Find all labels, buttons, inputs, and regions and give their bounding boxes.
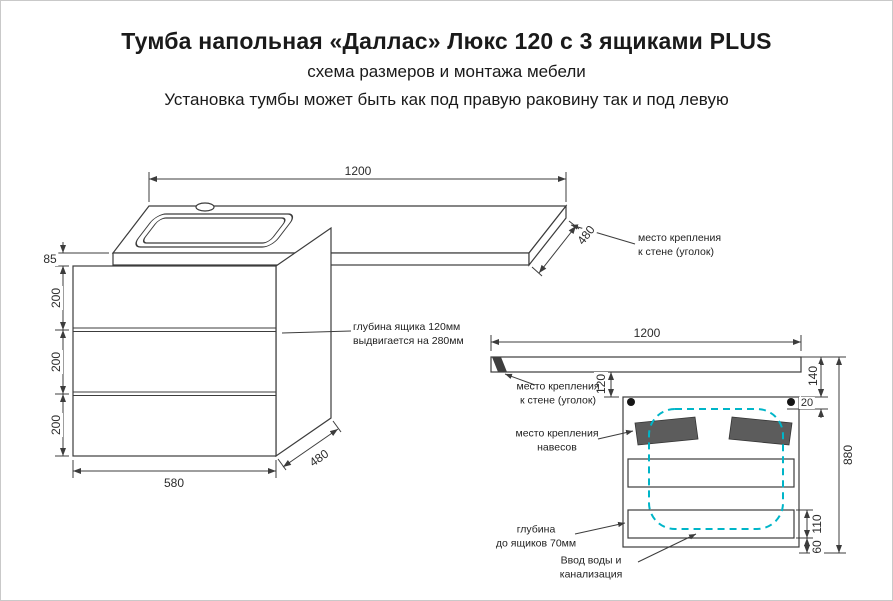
dim-countertop-width: 1200 — [342, 164, 374, 178]
plumbing-zone — [648, 408, 784, 530]
subtitle-scheme: схема размеров и монтажа мебели — [307, 62, 586, 81]
drawer-rail-bottom — [627, 509, 795, 539]
leader-drawer-depth-front — [574, 521, 626, 535]
label-water-inlet: Ввод воды и канализация — [559, 554, 623, 580]
perspective-cabinet — [72, 226, 332, 458]
leader-hangers — [597, 429, 634, 440]
perspective-dimensions — [55, 172, 580, 478]
dim-front-top-offset: 140 — [806, 363, 820, 389]
dim-plinth: 60 — [810, 538, 824, 556]
label-hangers: место крепления навесов — [515, 427, 599, 453]
label-drawer-extension: глубина ящика 120мм выдвигается на 280мм — [353, 321, 464, 347]
dim-cabinet-width: 580 — [161, 476, 187, 490]
mount-point-right — [787, 398, 795, 406]
dim-drawer-rail: 110 — [810, 512, 824, 536]
front-countertop-bar — [490, 356, 802, 373]
subtitle-note: Установка тумбы может быть как под праву… — [164, 90, 729, 109]
dim-front-width: 1200 — [631, 326, 663, 340]
mount-point-left — [627, 398, 635, 406]
hanger-bracket-right — [728, 416, 793, 446]
label-wall-mount-front: место крепления к стене (уголок) — [516, 380, 600, 406]
front-leaders — [504, 373, 697, 563]
leader-water-inlet — [637, 533, 697, 563]
page-title: Тумба напольная «Даллас» Люкс 120 с 3 ящ… — [121, 28, 772, 54]
label-wall-mount: место крепления к стене (уголок) — [638, 232, 722, 258]
sink-basin — [135, 202, 294, 248]
dim-drawer-1: 200 — [49, 285, 63, 311]
wall-bracket-mark — [492, 357, 507, 372]
faucet-hole — [195, 202, 215, 212]
dim-countertop-height: 85 — [41, 252, 59, 266]
dim-drawer-2: 200 — [49, 349, 63, 375]
front-cabinet — [622, 396, 800, 548]
leader-drawer-depth — [281, 330, 352, 334]
label-drawer-depth: глубина до ящиков 70мм — [495, 523, 577, 549]
dim-front-clearance: 20 — [798, 397, 816, 409]
dim-front-height: 880 — [841, 442, 855, 468]
drawer-rail-top — [627, 458, 795, 488]
leader-wall-mount-front — [504, 373, 536, 386]
dim-drawer-3: 200 — [49, 412, 63, 438]
